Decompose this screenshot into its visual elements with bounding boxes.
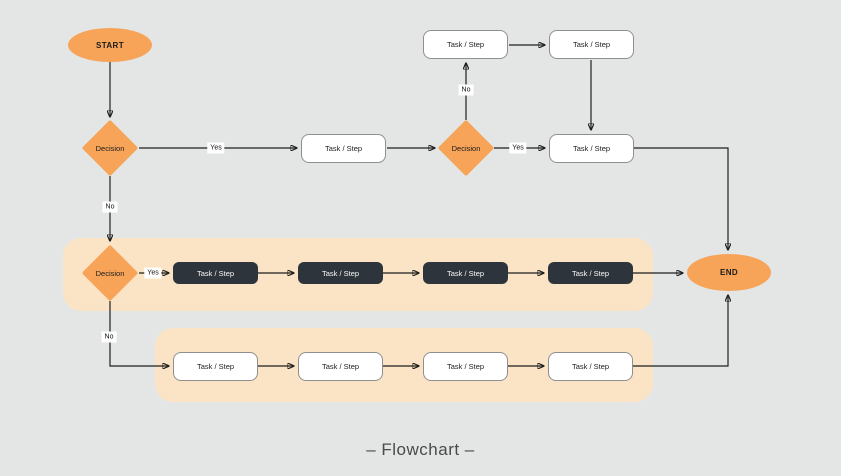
task-node-mid-flow: Task / Step	[301, 134, 386, 163]
end-label: END	[719, 268, 739, 277]
diagram-caption: – Flowchart –	[366, 440, 475, 459]
task-label: Task / Step	[571, 362, 610, 371]
decision-node-top-left: Decision	[81, 119, 139, 177]
edge-label-no: No	[102, 201, 118, 213]
start-label: START	[95, 40, 125, 50]
task-label: Task / Step	[321, 268, 360, 278]
task-node-top-right: Task / Step	[549, 134, 634, 163]
task-label: Task / Step	[446, 40, 485, 49]
decision-node-top-mid: Decision	[437, 119, 495, 177]
light-task-node-4: Task / Step	[548, 352, 633, 381]
edge-decision3-no-to-light1	[109, 301, 169, 366]
dark-task-node-3: Task / Step	[423, 262, 508, 284]
light-task-node-3: Task / Step	[423, 352, 508, 381]
dark-task-node-4: Task / Step	[548, 262, 633, 284]
task-node-top-1: Task / Step	[423, 30, 508, 59]
edge-task-right-to-end	[634, 147, 728, 250]
decision-label: Decision	[95, 268, 125, 278]
edge-label-yes: Yes	[207, 142, 225, 154]
edge-label-yes: Yes	[509, 142, 527, 154]
decision-label: Decision	[95, 143, 125, 153]
task-node-top-2: Task / Step	[549, 30, 634, 59]
task-label: Task / Step	[446, 362, 485, 371]
edge-label-yes: Yes	[144, 267, 162, 279]
dark-task-node-1: Task / Step	[173, 262, 258, 284]
end-node: END	[687, 254, 771, 291]
start-node: START	[68, 28, 152, 62]
task-label: Task / Step	[571, 268, 610, 278]
decision-node-middle: Decision	[81, 244, 139, 302]
light-task-node-1: Task / Step	[173, 352, 258, 381]
task-label: Task / Step	[446, 268, 485, 278]
dark-task-node-2: Task / Step	[298, 262, 383, 284]
task-label: Task / Step	[196, 362, 235, 371]
edge-light4-to-end	[633, 295, 728, 367]
task-label: Task / Step	[572, 40, 611, 49]
light-task-node-2: Task / Step	[298, 352, 383, 381]
edge-label-no: No	[458, 84, 474, 96]
task-label: Task / Step	[196, 268, 235, 278]
task-label: Task / Step	[324, 144, 363, 153]
task-label: Task / Step	[321, 362, 360, 371]
edge-label-no: No	[101, 331, 117, 343]
task-label: Task / Step	[572, 144, 611, 153]
decision-label: Decision	[451, 143, 481, 153]
